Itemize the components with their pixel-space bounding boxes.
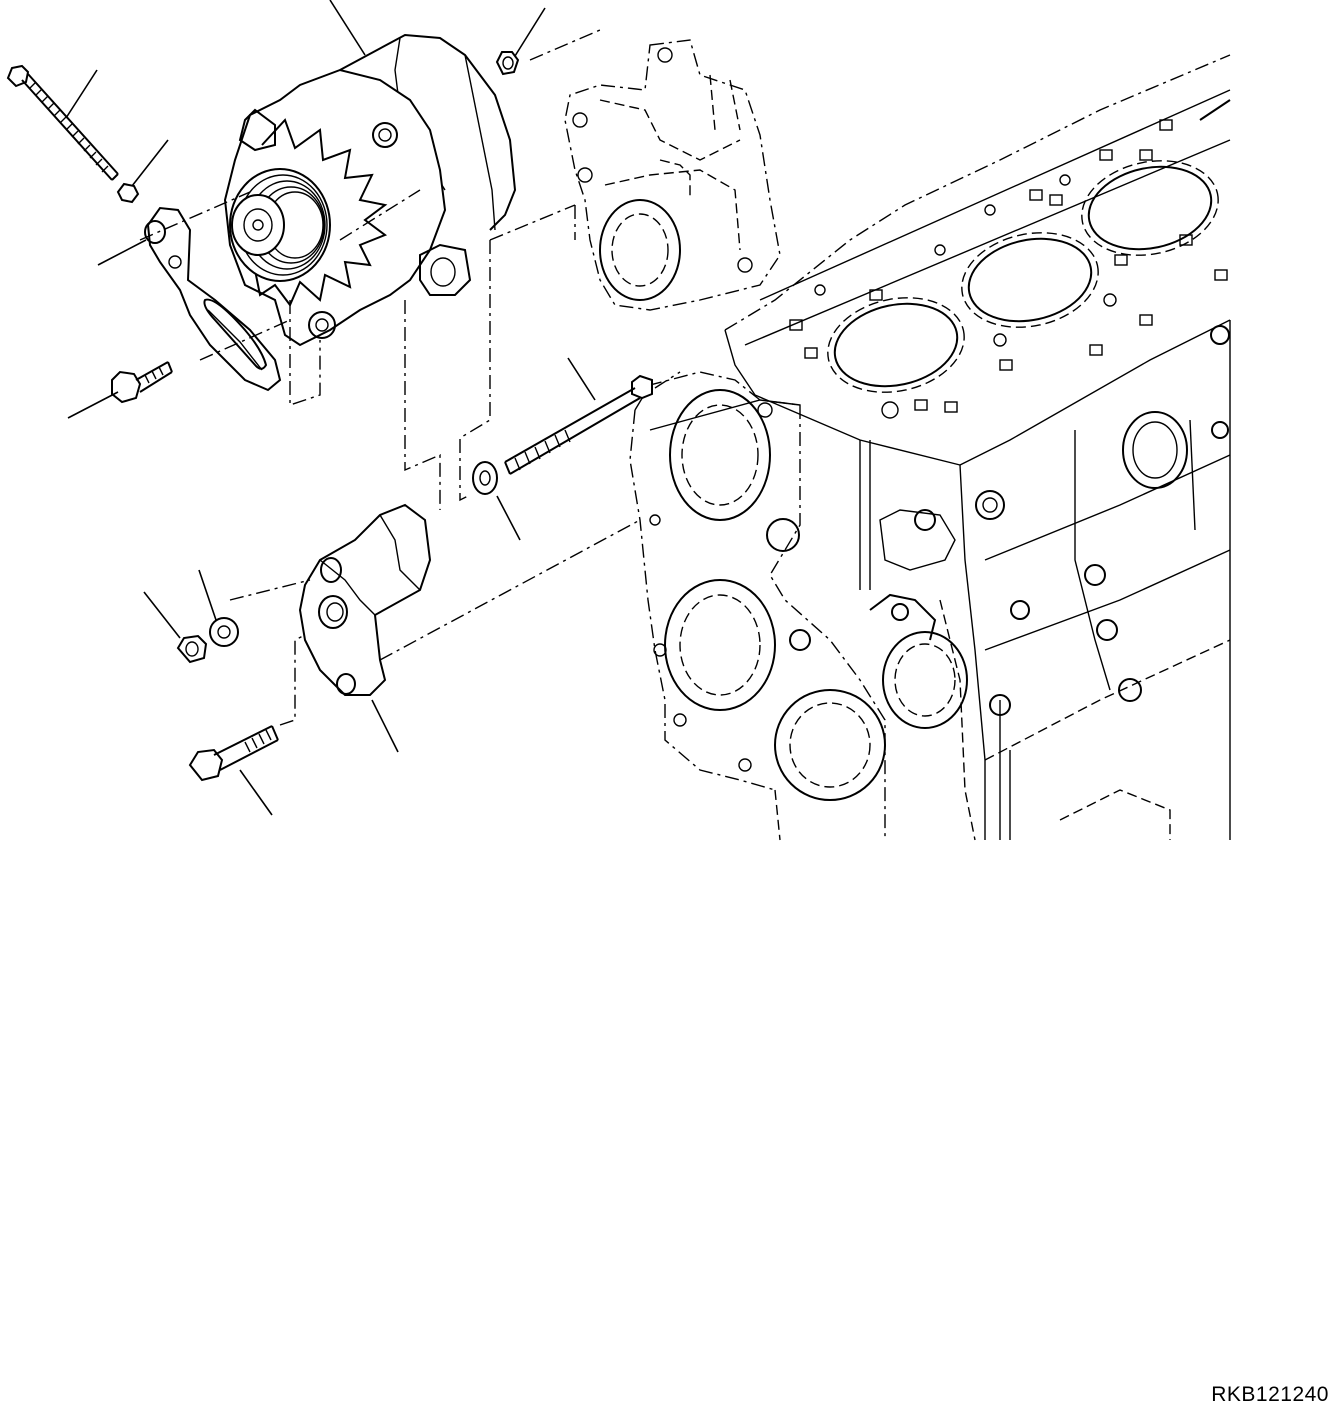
mounting-bolt	[188, 725, 279, 782]
flange-nut	[176, 634, 208, 664]
figure-code-label: RKB121240	[1211, 1383, 1329, 1406]
spacer-collar	[116, 182, 140, 204]
plain-washer	[209, 617, 239, 647]
washer	[472, 461, 498, 495]
nut	[495, 51, 520, 76]
adjusting-bolt	[6, 64, 119, 181]
adjusting-bracket	[144, 206, 282, 392]
leader-lines	[65, 0, 596, 816]
alignment-lines	[139, 29, 681, 726]
alternator	[223, 33, 517, 347]
cylinder-block	[629, 54, 1231, 841]
through-bolt	[504, 374, 653, 475]
water-pump-housing	[564, 39, 781, 311]
alternator-bracket	[298, 503, 432, 696]
bracket-bolt	[111, 361, 173, 404]
